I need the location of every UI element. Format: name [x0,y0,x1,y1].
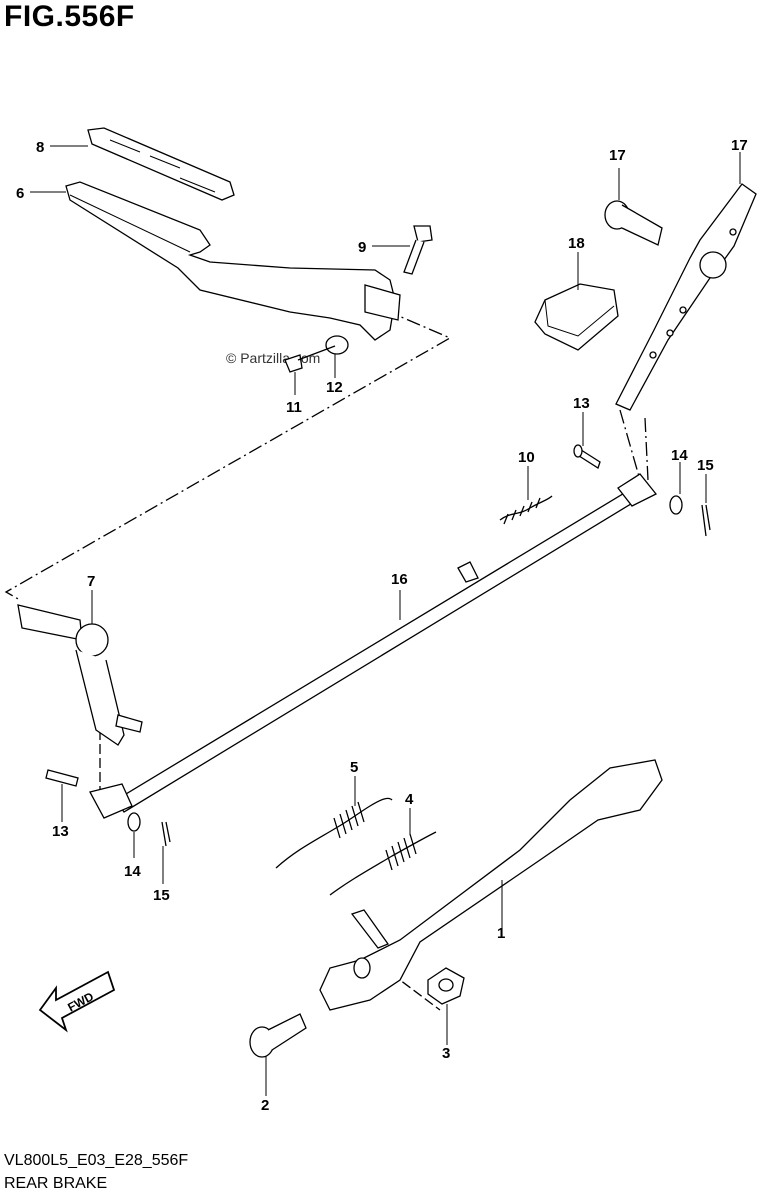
figure-title: FIG.556F [4,0,135,33]
washer-lower [127,812,141,832]
callout-2: 2 [261,1097,269,1114]
cotter-pin-lower [161,821,171,847]
callout-13-lower: 13 [52,823,69,840]
spring-part-5 [275,797,393,869]
brake-pedal-pad [87,127,235,201]
callout-labels: 8 6 9 11 12 17 17 18 13 10 14 15 16 7 13… [16,137,748,1114]
callout-10: 10 [518,449,535,466]
callout-7: 7 [87,573,95,590]
callout-5: 5 [350,759,358,776]
spring-part-10 [499,495,553,525]
bolt-part-9 [403,225,433,275]
fwd-arrow-icon [38,970,116,1033]
callout-14-lower: 14 [124,863,141,880]
cover-part-19 [534,283,619,351]
callout-1: 1 [497,925,505,942]
guide-line-pedal [4,309,452,601]
spring-part-4 [329,831,437,896]
nut-part-12 [325,335,349,355]
brake-pedal [65,181,401,341]
callout-8: 8 [36,139,44,156]
callout-6: 6 [16,185,24,202]
callout-15-lower: 15 [153,887,170,904]
nut-part-3 [427,967,465,1005]
bolt-part-11 [284,345,336,373]
shaft-arm-part-7 [17,604,143,746]
pivot-bolt-part-18 [604,200,663,246]
clevis-pin-upper [573,444,601,469]
callout-11: 11 [286,399,302,416]
guide-line-lever [619,409,649,481]
callout-12: 12 [326,379,343,396]
cotter-pin-upper [701,504,711,537]
callout-15-upper: 15 [697,457,714,474]
washer-upper [669,495,683,515]
callout-3: 3 [442,1045,450,1062]
callout-13-upper: 13 [573,395,590,412]
callout-14-upper: 14 [671,447,688,464]
callout-9: 9 [358,239,366,256]
bolt-part-2 [249,1013,307,1058]
callout-19: 18 [568,235,585,252]
clevis-pin-lower [45,769,133,819]
section-title: REAR BRAKE [4,1175,108,1192]
guide-line-stand [379,964,441,1011]
leader-lines [30,145,741,1096]
callout-18: 17 [609,147,626,164]
callout-4: 4 [405,791,414,808]
lever-arm-part-17 [615,183,757,411]
side-stand-part-1 [319,759,663,1011]
model-code: VL800L5_E03_E28_556F [4,1152,189,1169]
brake-rod-part-16 [115,473,658,813]
callout-16: 16 [391,571,408,588]
callout-17: 17 [731,137,748,154]
